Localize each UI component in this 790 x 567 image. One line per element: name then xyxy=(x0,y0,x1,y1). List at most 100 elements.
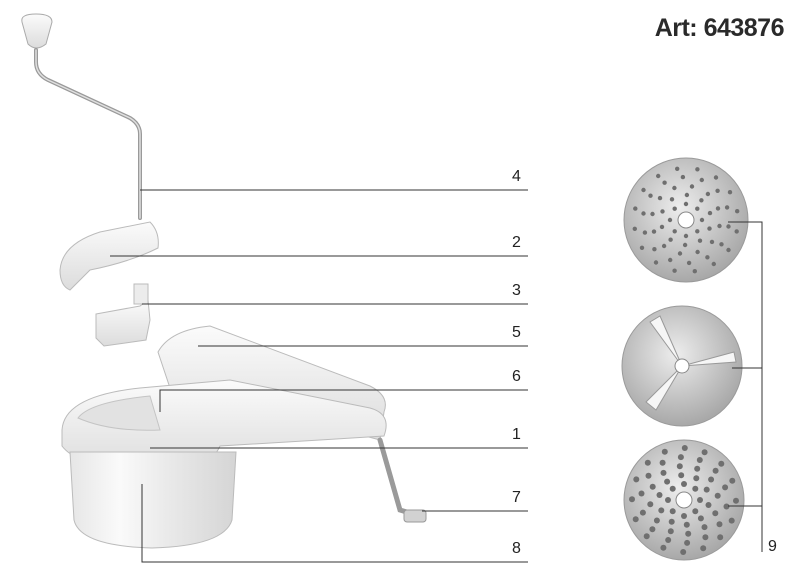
disc-hole xyxy=(695,250,699,254)
disc-hole xyxy=(662,181,666,185)
disc-hole xyxy=(681,481,687,487)
disc-hole xyxy=(699,198,703,202)
disc-hole xyxy=(672,269,676,273)
disc-hole xyxy=(687,261,691,265)
disc-hole xyxy=(658,196,662,200)
collecting-bowl xyxy=(70,452,236,548)
disc-hole xyxy=(726,224,730,228)
disc-hole xyxy=(698,239,702,243)
disc-hole xyxy=(660,460,666,466)
disc-hole xyxy=(668,218,672,222)
callout-3: 3 xyxy=(512,282,521,300)
disc-hole xyxy=(715,189,719,193)
disc-hole xyxy=(660,545,666,551)
disc-hole xyxy=(645,460,651,466)
disc-hole xyxy=(660,225,664,229)
disc-hole xyxy=(684,202,688,206)
disc-hole xyxy=(649,526,655,532)
disc-hole xyxy=(646,473,652,479)
disc-hole xyxy=(735,209,739,213)
disc-hole xyxy=(652,229,656,233)
disc-hole xyxy=(695,207,699,211)
callout-4: 4 xyxy=(512,168,521,186)
disc-hole xyxy=(633,227,637,231)
disc-hole xyxy=(660,209,664,213)
disc-hole xyxy=(706,502,712,508)
disc-hole xyxy=(713,468,719,474)
disc-hole xyxy=(664,479,670,485)
disc-hole xyxy=(668,528,674,534)
disc-hole xyxy=(669,519,675,525)
disc-hole xyxy=(710,240,714,244)
disc-hole xyxy=(654,518,660,524)
disc-hole xyxy=(641,188,645,192)
disc-hole xyxy=(673,207,677,211)
crank-handle xyxy=(22,14,140,218)
disc-hole xyxy=(680,549,686,555)
disc-hole xyxy=(729,478,735,484)
disc-hole xyxy=(726,248,730,252)
disc-hole xyxy=(662,244,666,248)
disc-hole xyxy=(692,508,698,514)
disc-hole xyxy=(668,238,672,242)
disc-hole xyxy=(693,475,699,481)
disc-hole xyxy=(650,212,654,216)
disc-hole xyxy=(704,487,710,493)
disc-hole xyxy=(697,457,703,463)
disc-hole xyxy=(700,545,706,551)
disc-hole xyxy=(633,516,639,522)
disc-hole xyxy=(647,501,653,507)
disc-hole xyxy=(705,255,709,259)
disc-hole xyxy=(719,242,723,246)
disc-hole xyxy=(702,449,708,455)
disc-hole xyxy=(694,466,700,472)
disc-hole xyxy=(708,211,712,215)
disc-hole xyxy=(658,507,664,513)
disc-hole xyxy=(644,533,650,539)
disc-hole xyxy=(735,229,739,233)
disc-hole xyxy=(661,470,667,476)
disc-hole xyxy=(648,194,652,198)
disc-hole xyxy=(684,234,688,238)
disc-hole xyxy=(707,226,711,230)
disc-hole xyxy=(640,246,644,250)
disc-hole xyxy=(717,224,721,228)
disc-hole xyxy=(629,496,635,502)
disc-hole xyxy=(717,521,723,527)
disc-hole xyxy=(633,476,639,482)
disc-hole xyxy=(665,497,671,503)
disc-hole xyxy=(681,513,687,519)
disc-hole xyxy=(698,515,704,521)
disc-hole xyxy=(716,206,720,210)
disc-hole xyxy=(715,493,721,499)
disc-hole xyxy=(672,186,676,190)
disc-hole xyxy=(665,537,671,543)
disc-hole xyxy=(670,508,676,514)
disc-hole xyxy=(729,518,735,524)
disc-hole xyxy=(690,184,694,188)
disc-hole xyxy=(670,486,676,492)
disc-hole xyxy=(695,229,699,233)
disc-hole xyxy=(693,269,697,273)
disc-hole xyxy=(678,454,684,460)
disc-hole xyxy=(717,534,723,540)
disc-hole xyxy=(712,262,716,266)
disc-hole xyxy=(662,449,668,455)
disc-hole xyxy=(708,477,714,483)
disc-hole xyxy=(675,167,679,171)
disc-hole xyxy=(677,463,683,469)
callout-1: 1 xyxy=(512,426,521,444)
slicing-disc xyxy=(622,306,742,426)
disc-hole xyxy=(685,531,691,537)
callout-6: 6 xyxy=(512,368,521,386)
disc-hole xyxy=(685,193,689,197)
disc-hole xyxy=(673,229,677,233)
disc-hole xyxy=(678,251,682,255)
disc-hole xyxy=(714,175,718,179)
disc-hole xyxy=(712,510,718,516)
stand-clamp xyxy=(380,440,426,522)
fine-grater-disc xyxy=(624,440,744,560)
disc-hole xyxy=(683,243,687,247)
disc-hole xyxy=(678,472,684,478)
